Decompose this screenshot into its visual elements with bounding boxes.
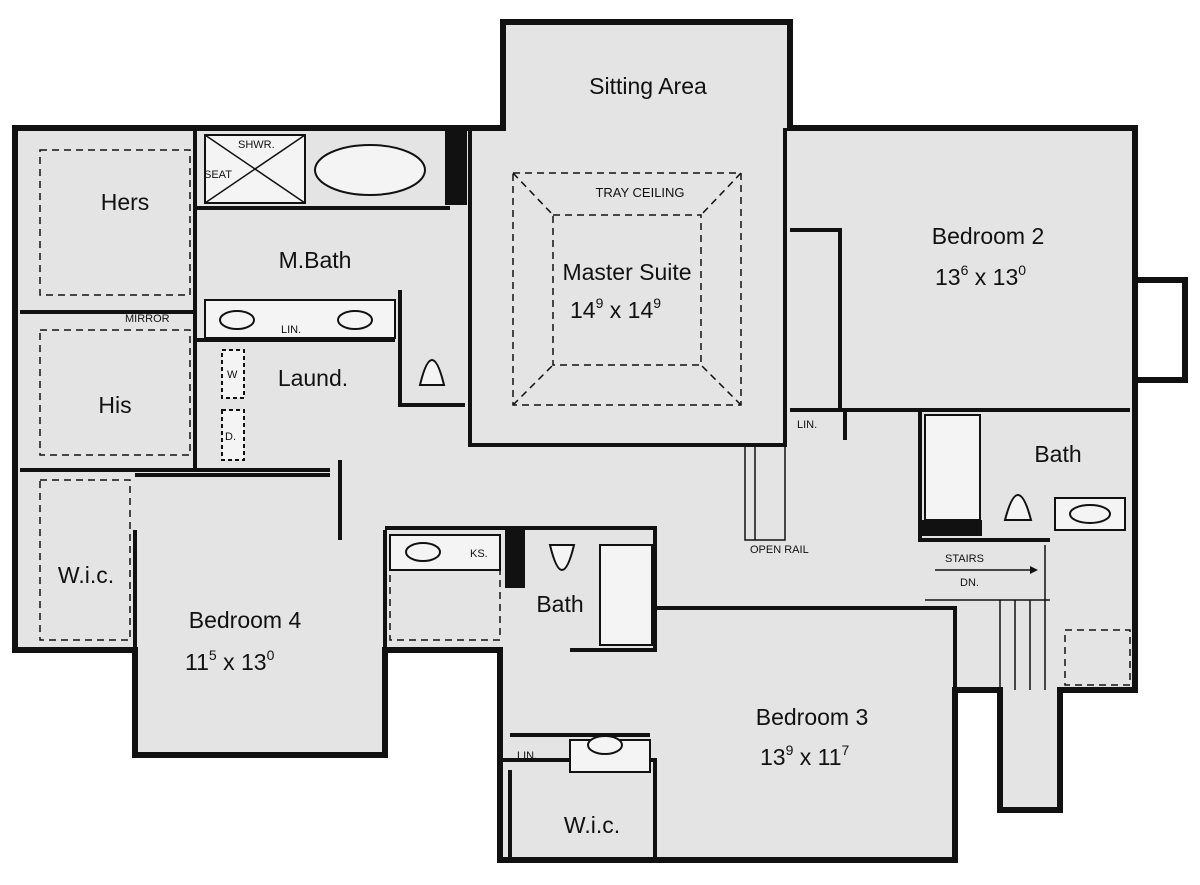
interior-walls <box>20 22 1130 860</box>
floor-area <box>15 22 1135 860</box>
fixtures <box>204 134 1126 773</box>
label-stairs: STAIRS <box>945 553 984 565</box>
label-master-suite: Master Suite <box>562 259 691 285</box>
label-open-rail: OPEN RAIL <box>750 544 809 556</box>
exterior-wall <box>12 19 1138 863</box>
dims-master-suite: 149 x 149 <box>570 295 661 323</box>
label-laundry: Laund. <box>278 365 348 391</box>
label-wic-left: W.i.c. <box>58 562 114 588</box>
stairs <box>744 444 1050 690</box>
dims-bedroom4: 115 x 130 <box>185 647 275 675</box>
label-bath-shared: Bath <box>536 591 583 617</box>
label-washer: W <box>227 369 238 381</box>
bay-window <box>1132 277 1188 383</box>
label-stairs-direction: DN. <box>960 577 979 589</box>
label-lower-lin: LIN. <box>517 750 537 762</box>
label-hall-lin: LIN. <box>797 419 817 431</box>
label-bedroom2: Bedroom 2 <box>932 223 1045 249</box>
label-master-lin: LIN. <box>281 324 301 336</box>
label-his: His <box>98 392 131 418</box>
label-tray-ceiling: TRAY CEILING <box>595 185 684 200</box>
label-bedroom3: Bedroom 3 <box>756 704 869 730</box>
label-bath2: Bath <box>1034 441 1081 467</box>
label-mirror: MIRROR <box>125 313 170 325</box>
dims-bedroom2: 136 x 130 <box>935 262 1026 290</box>
label-bedroom4: Bedroom 4 <box>189 607 302 633</box>
label-ks: KS. <box>470 548 488 560</box>
dims-bedroom3: 139 x 117 <box>760 742 850 770</box>
label-seat: SEAT <box>204 169 232 181</box>
label-wic-lower: W.i.c. <box>564 812 620 838</box>
label-shower: SHWR. <box>238 139 275 151</box>
label-hers: Hers <box>101 189 150 215</box>
label-master-bath: M.Bath <box>279 247 352 273</box>
label-sitting-area: Sitting Area <box>589 73 707 99</box>
label-dryer: D. <box>225 431 236 443</box>
dashed-details <box>39 149 1131 686</box>
